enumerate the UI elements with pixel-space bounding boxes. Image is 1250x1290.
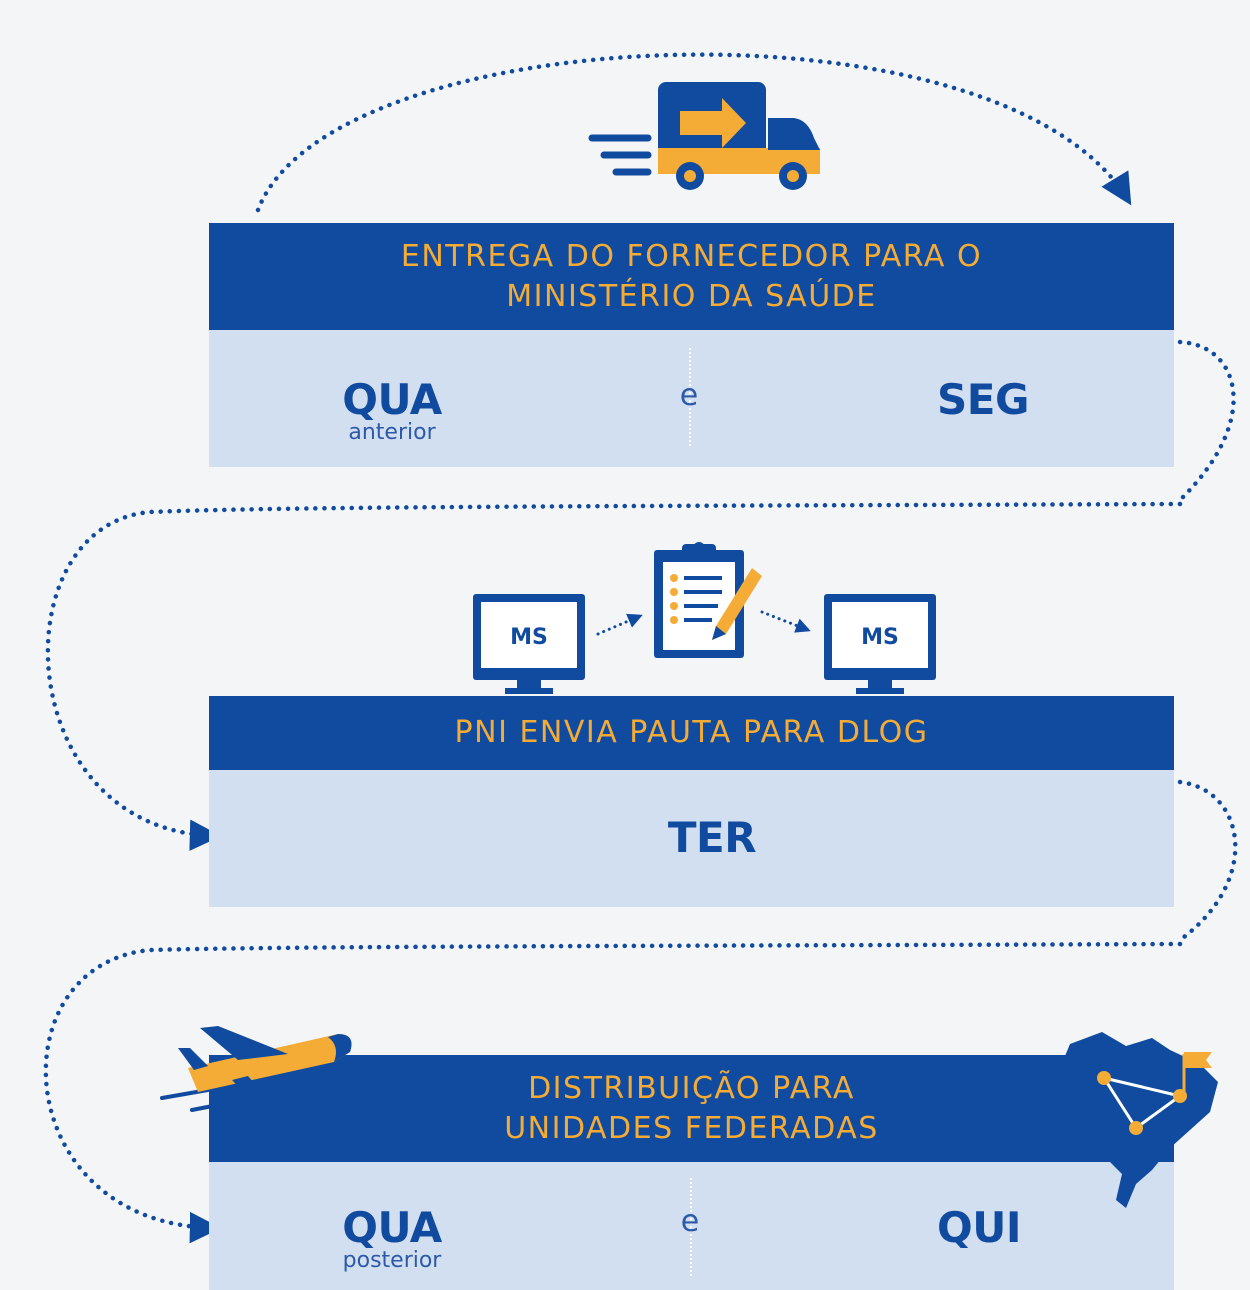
day-tuesday: TER xyxy=(667,813,757,862)
connector-loop-3 xyxy=(43,941,1183,1244)
day-qualifier: posterior xyxy=(342,1248,442,1273)
step-title-line-2: MINISTÉRIO DA SAÚDE xyxy=(506,278,877,314)
monitor-label: MS xyxy=(510,625,548,650)
step-header: ENTREGA DO FORNECEDOR PARA O MINISTÉRIO … xyxy=(209,223,1174,330)
monitor-label: MS xyxy=(861,625,899,650)
brazil-map-icon xyxy=(1044,1032,1218,1208)
connector-and: e xyxy=(680,1204,700,1239)
day-label: SEG xyxy=(937,375,1029,424)
connector-right-1 xyxy=(1177,339,1236,503)
day-label: QUA xyxy=(342,375,442,424)
step-supplier-delivery: ENTREGA DO FORNECEDOR PARA O MINISTÉRIO … xyxy=(209,223,1174,467)
delivery-truck-icon xyxy=(588,82,820,190)
day-label: QUA xyxy=(342,1203,442,1252)
step-header: DISTRIBUIÇÃO PARA UNIDADES FEDERADAS xyxy=(209,1055,1174,1162)
step-title-line-1: ENTREGA DO FORNECEDOR PARA O xyxy=(400,238,983,274)
connector-loop-2 xyxy=(45,501,1183,851)
step-days: TER xyxy=(209,770,1174,907)
connector-and: e xyxy=(679,378,699,413)
day-qualifier: anterior xyxy=(348,420,436,445)
computer-monitor-icon: MS xyxy=(473,594,585,694)
day-wednesday-next: QUA posterior xyxy=(342,1206,442,1272)
step-title-line-1: PNI ENVIA PAUTA PARA DLOG xyxy=(454,715,929,750)
day-label: QUI xyxy=(937,1203,1021,1252)
step-days: QUA posterior e QUI xyxy=(209,1162,1174,1290)
day-thursday: QUI xyxy=(937,1206,1021,1250)
computer-monitor-icon: MS xyxy=(824,594,936,694)
step-header: PNI ENVIA PAUTA PARA DLOG xyxy=(209,696,1174,770)
step-title-line-2: UNIDADES FEDERADAS xyxy=(504,1110,879,1146)
day-wednesday-previous: QUA anterior xyxy=(342,378,442,444)
step-distribution-federal-units: DISTRIBUIÇÃO PARA UNIDADES FEDERADAS QUA… xyxy=(209,1055,1174,1290)
transfer-arrows xyxy=(596,610,811,636)
connector-right-2 xyxy=(1177,779,1238,943)
clipboard-checklist-icon xyxy=(654,542,762,658)
airplane-icon xyxy=(160,1026,352,1112)
divider xyxy=(689,348,691,446)
day-label: TER xyxy=(667,813,757,862)
step-title-line-1: DISTRIBUIÇÃO PARA xyxy=(528,1070,855,1106)
step-days: QUA anterior e SEG xyxy=(209,330,1174,467)
day-monday: SEG xyxy=(937,378,1029,422)
step-pni-sends-schedule: PNI ENVIA PAUTA PARA DLOG TER xyxy=(209,696,1174,907)
divider xyxy=(690,1178,692,1276)
connector-arc-top xyxy=(255,52,1132,213)
